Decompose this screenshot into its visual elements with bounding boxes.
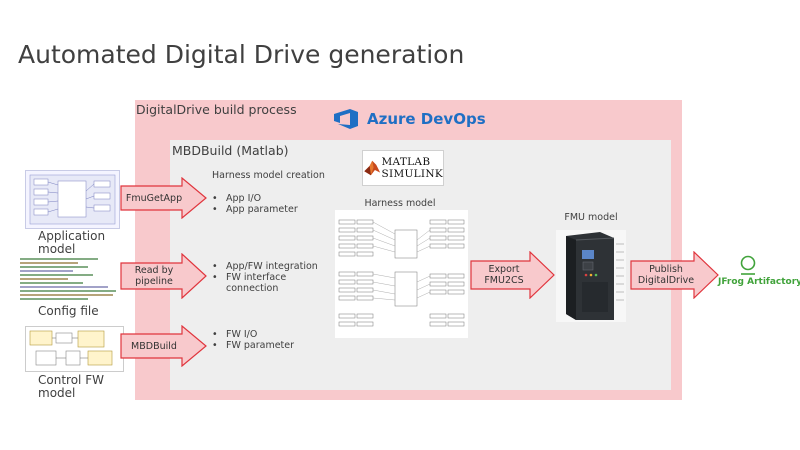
page-title: Automated Digital Drive generation: [18, 40, 465, 69]
simulink-text: SIMULINK: [381, 168, 443, 180]
fmugetapp-arrow-label: FmuGetApp: [125, 193, 183, 204]
config-file-label: Config file: [38, 304, 99, 318]
application-model-label: Application model: [38, 229, 106, 256]
control-fw-model-thumbnail: [25, 326, 124, 372]
mbdbuild-arrow-label: MBDBuild: [131, 341, 177, 352]
harness-model-label: Harness model: [364, 198, 436, 209]
bullet-app-fw-integration: App/FW integration: [212, 261, 318, 272]
bullet-app-parameter: App parameter: [212, 204, 298, 215]
harness-model-diagram: [335, 210, 468, 338]
bullet-app-io: App I/O: [212, 193, 298, 204]
jfrog-artifactory-logo: JFrog Artifactory: [718, 255, 800, 287]
build-process-label: DigitalDrive build process: [136, 102, 297, 117]
matlab-membrane-icon: [364, 160, 381, 176]
jfrog-artifactory-text: JFrog Artifactory: [718, 277, 800, 287]
azure-devops-logo: Azure DevOps: [333, 108, 486, 130]
mbdbuild-arrow: [120, 325, 207, 367]
fmugetapp-arrow: [120, 177, 207, 219]
jfrog-frog-icon: [740, 255, 756, 275]
harness-group-integration: App/FW integration FW interfaceconnectio…: [212, 261, 318, 294]
harness-creation-heading: Harness model creation: [212, 170, 325, 181]
azure-devops-text: Azure DevOps: [367, 110, 486, 128]
control-fw-model-label: Control FW model: [38, 373, 104, 400]
harness-group-app: App I/O App parameter: [212, 193, 298, 215]
matlab-simulink-logo: MATLAB SIMULINK: [362, 150, 444, 186]
bullet-fw-parameter: FW parameter: [212, 340, 294, 351]
fmu-model-drive-image: [556, 230, 626, 322]
matlab-text: MATLAB: [381, 156, 431, 168]
azure-devops-icon: [334, 109, 358, 129]
read-by-pipeline-arrow: [120, 253, 207, 299]
mbdbuild-label: MBDBuild (Matlab): [172, 143, 289, 158]
bullet-fw-io: FW I/O: [212, 329, 294, 340]
harness-group-fw: FW I/O FW parameter: [212, 329, 294, 351]
export-fmu2cs-arrow: [470, 251, 555, 299]
application-model-thumbnail: [25, 170, 120, 229]
config-file-thumbnail: [18, 255, 121, 303]
fmu-model-label: FMU model: [564, 212, 618, 223]
publish-digitaldrive-arrow: [630, 251, 719, 299]
